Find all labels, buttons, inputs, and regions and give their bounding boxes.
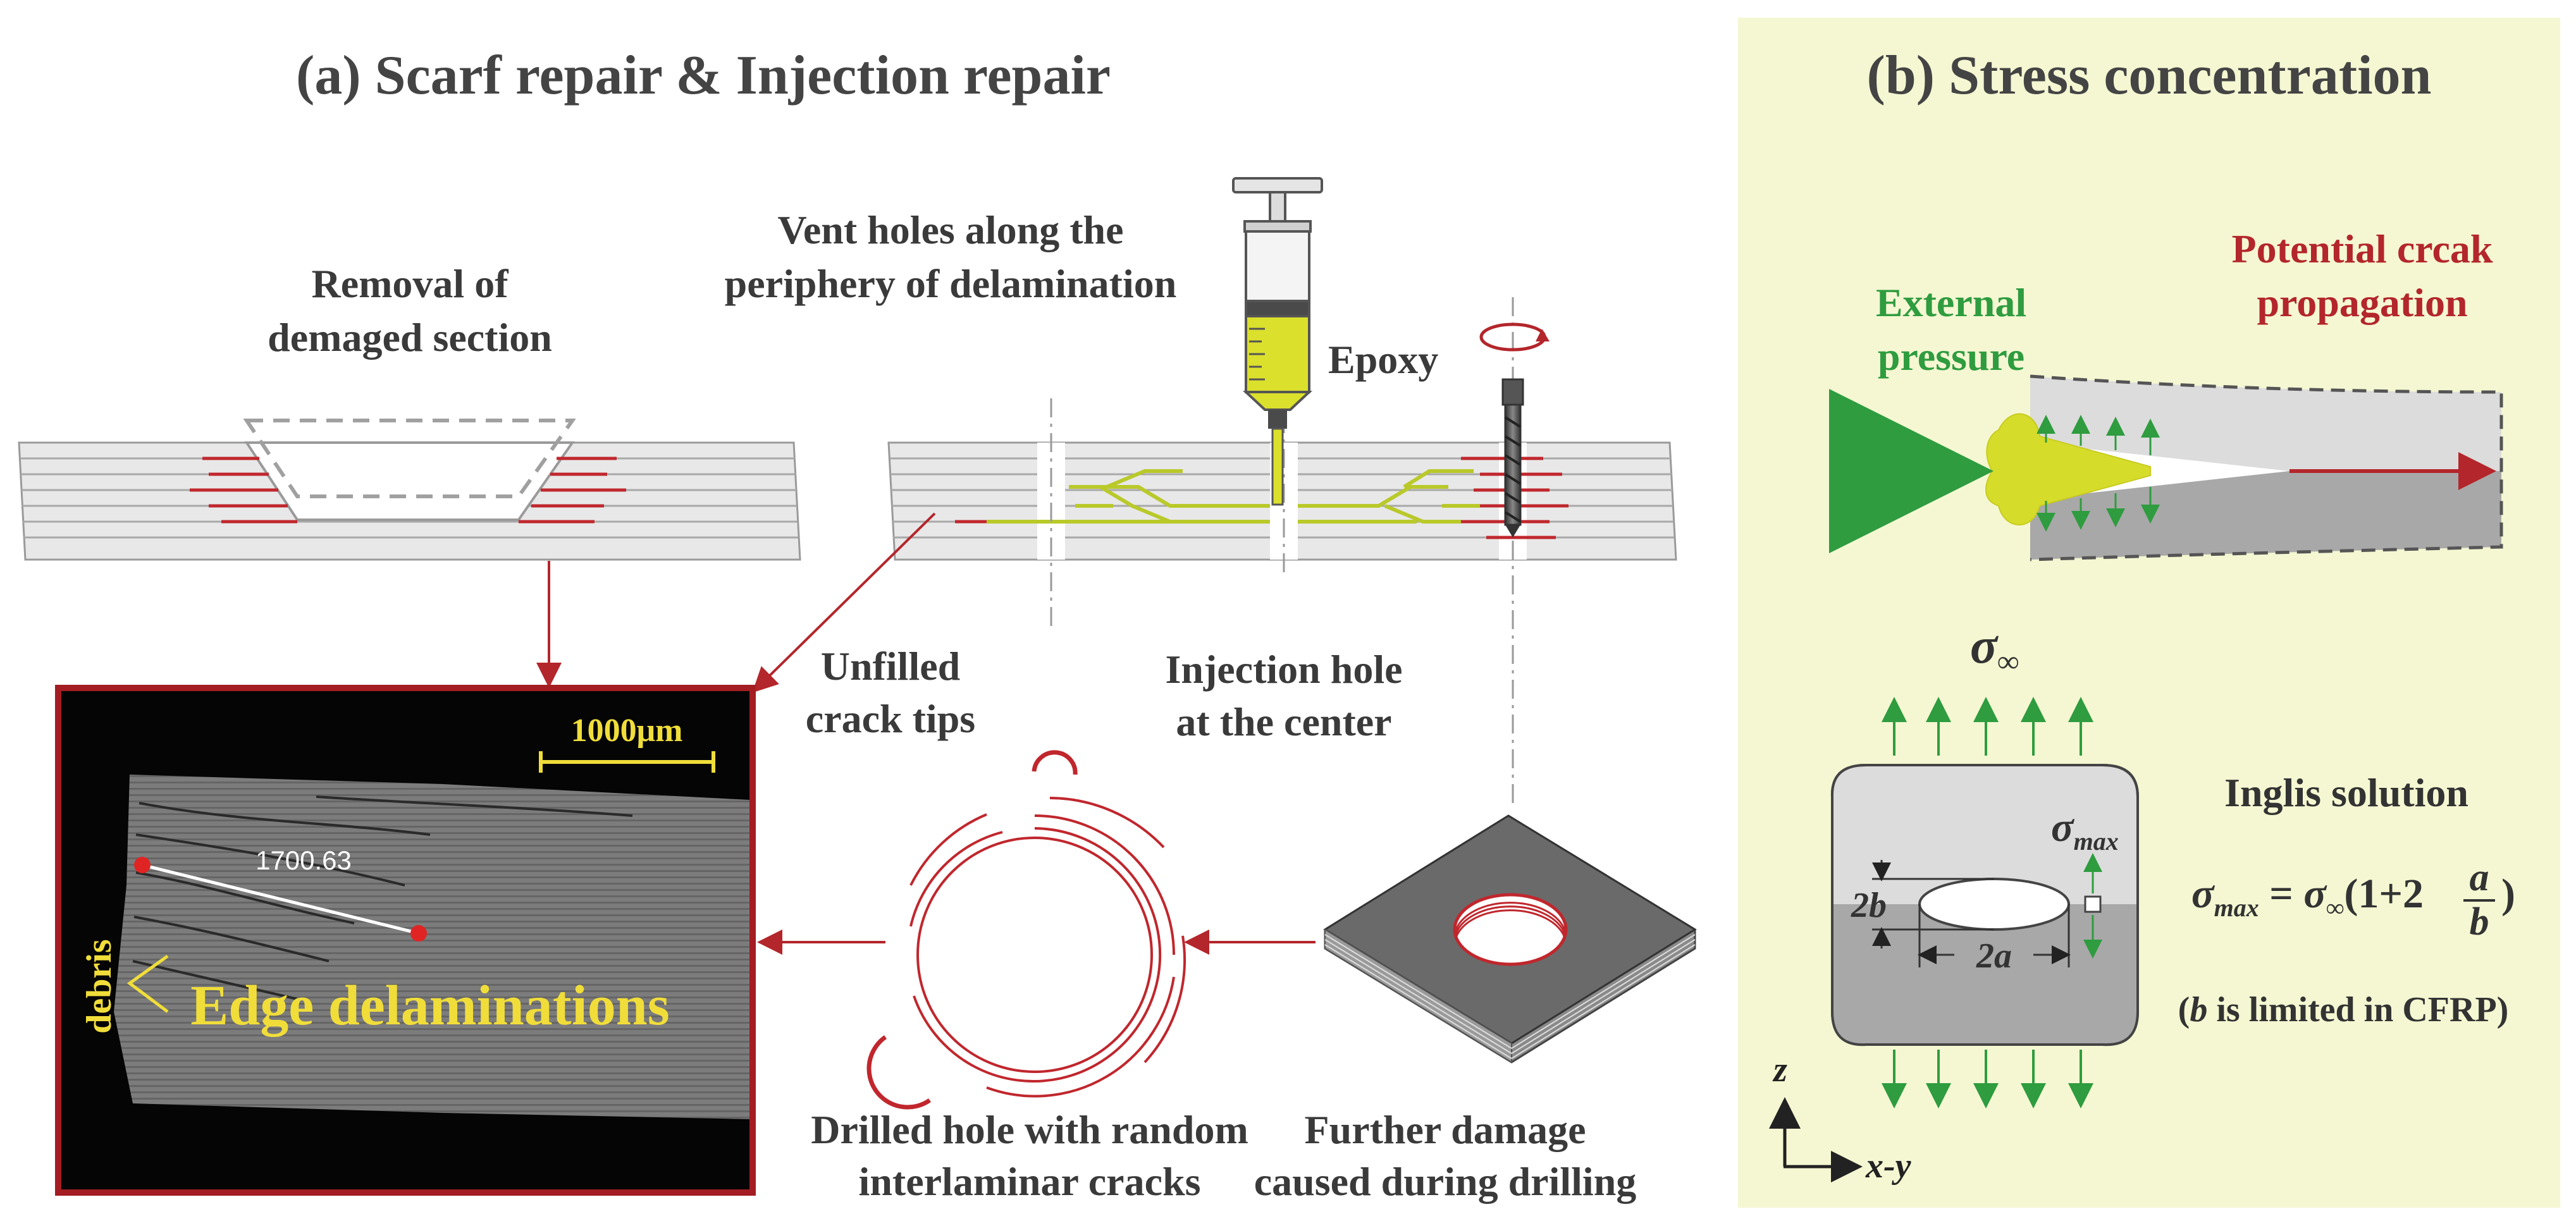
vent-label-1: Vent holes along the: [777, 207, 1123, 252]
drilled-label-1: Drilled hole with random: [811, 1107, 1248, 1152]
axes-indicator: [1769, 1097, 1863, 1182]
removal-label-2: demaged section: [268, 315, 552, 360]
sigma-max-plate: σmax: [2051, 804, 2119, 856]
external-pressure-label-1: External: [1876, 280, 2026, 325]
crack-wedge-diagram: [1829, 374, 2503, 561]
injection-label-2: at the center: [1176, 699, 1391, 744]
measurement-value: 1700.63: [256, 845, 352, 875]
inglis-formula: σmax = σ∞(1+2 a b ): [2191, 856, 2515, 943]
removal-label-1: Removal of: [311, 261, 508, 306]
potential-crack-label-2: propagation: [2257, 280, 2467, 325]
svg-text:a: a: [2470, 856, 2489, 899]
scale-bar-label: 1000μm: [571, 713, 683, 749]
label-2a: 2a: [1976, 936, 2012, 976]
svg-text:b: b: [2470, 900, 2489, 943]
sigma-inf-top: σ∞: [1970, 618, 2019, 678]
injection-label-1: Injection hole: [1165, 647, 1402, 692]
damaged-plate: [1323, 814, 1697, 1064]
arrow-tip-to-micro: [752, 512, 936, 693]
vent-label-2: periphery of delamination: [725, 261, 1177, 306]
cfrp-note: (b is limited in CFRP): [2178, 990, 2509, 1029]
debris-label: debris: [80, 939, 119, 1033]
axis-z-label: z: [1772, 1050, 1787, 1089]
unfilled-label-2: crack tips: [806, 696, 975, 741]
svg-text:): ): [2501, 871, 2515, 917]
panel-b-title: (b) Stress concentration: [1867, 45, 2432, 106]
panel-a-title: (a) Scarf repair & Injection repair: [296, 45, 1111, 106]
potential-crack-label-1: Potential crcak: [2232, 226, 2493, 271]
micrograph: [55, 685, 756, 1196]
label-2b: 2b: [1851, 886, 1887, 925]
epoxy-label: Epoxy: [1328, 337, 1438, 382]
scarf-laminate: [18, 419, 801, 561]
syringe: [1232, 177, 1323, 506]
svg-text:σmax = σ∞(1+2: σmax = σ∞(1+2: [2191, 871, 2424, 922]
inglis-plate: [1830, 697, 2139, 1108]
drill-bit: [1479, 322, 1550, 537]
injection-laminate: [887, 297, 1677, 809]
axis-xy-label: x-y: [1865, 1146, 1912, 1186]
edge-delamination-label: Edge delaminations: [190, 974, 670, 1037]
external-pressure-label-2: pressure: [1878, 334, 2024, 379]
unfilled-label-1: Unfilled: [821, 644, 960, 689]
inglis-label: Inglis solution: [2224, 770, 2468, 815]
further-label-2: caused during drilling: [1254, 1159, 1637, 1204]
drilled-hole-rings: [866, 750, 1186, 1110]
drilled-label-2: interlaminar cracks: [859, 1159, 1201, 1204]
further-label-1: Further damage: [1305, 1107, 1586, 1152]
